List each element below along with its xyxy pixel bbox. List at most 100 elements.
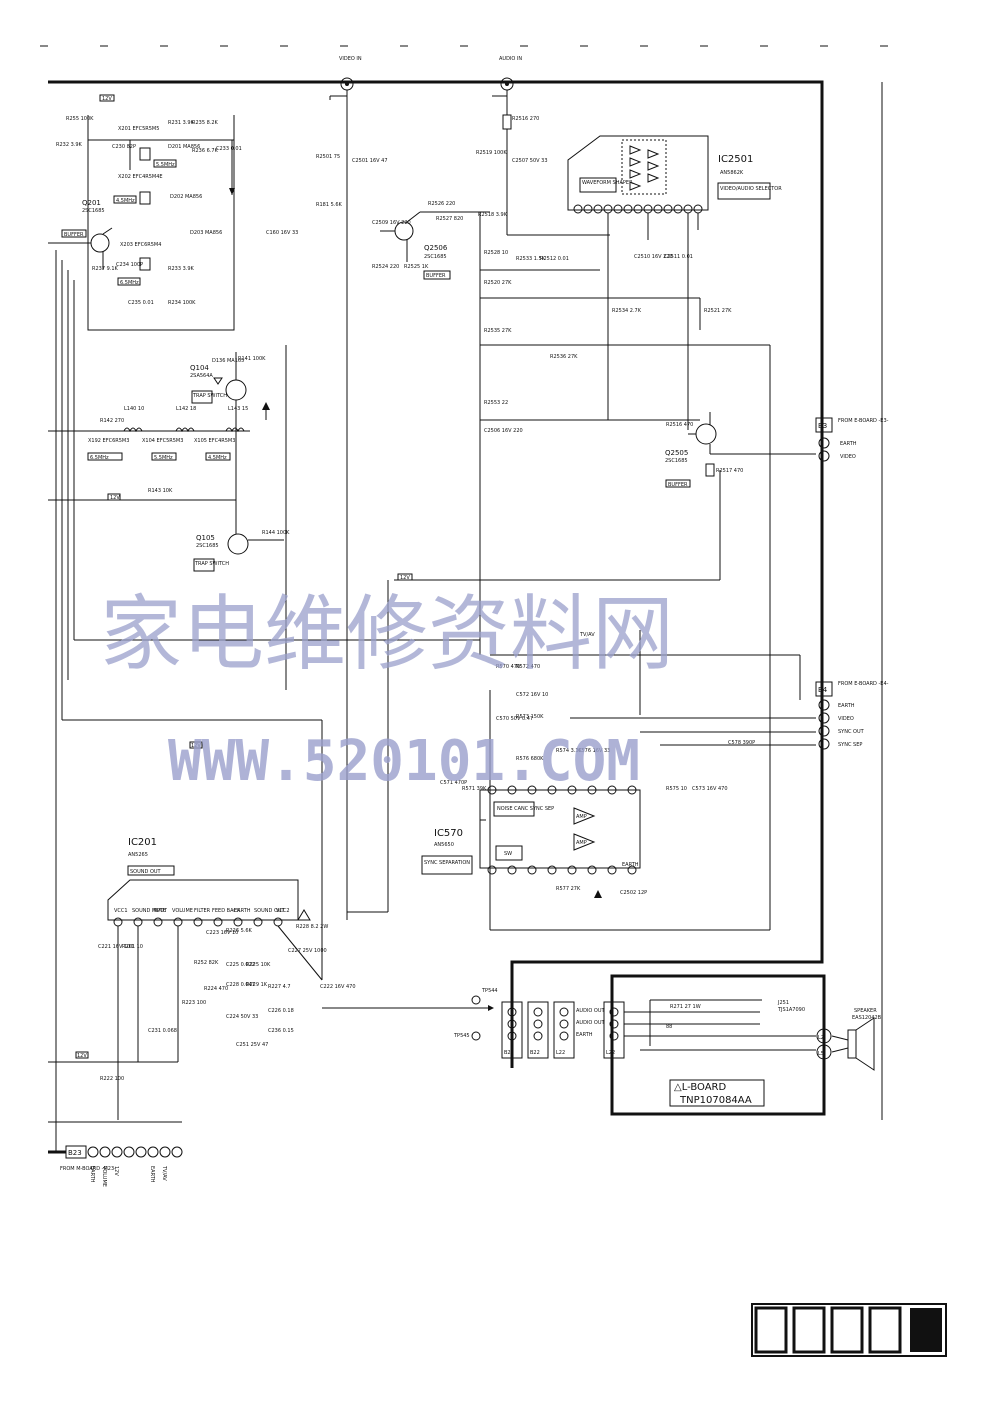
ic570-amp1: AMP bbox=[576, 814, 587, 820]
lboard-part: TNP107084AA bbox=[679, 1095, 752, 1106]
b4-connector bbox=[815, 681, 833, 750]
r201-label: R201 10 bbox=[122, 944, 143, 950]
middle-wires bbox=[347, 212, 816, 931]
r142-label: R142 270 bbox=[100, 418, 124, 424]
ic201-vcc1: VCC1 bbox=[114, 908, 128, 914]
r2524-label: R2524 220 bbox=[372, 264, 399, 270]
trap-freq-45b: 4.5MHz bbox=[208, 455, 227, 461]
b4-from: FROM E-BOARD -E4- bbox=[838, 681, 889, 687]
r2525-label: R2525 1K bbox=[404, 264, 429, 270]
q2506-part: 2SC1685 bbox=[424, 254, 447, 260]
r231-label: R231 3.9K bbox=[168, 120, 195, 126]
tp544-label: TP544 bbox=[481, 988, 498, 994]
ic201-vcc2: VCC2 bbox=[276, 908, 290, 914]
c2511-label: C2511 0.01 bbox=[664, 254, 693, 260]
j251-ref: J251 bbox=[777, 1000, 789, 1006]
b23-pin-earth2: EARTH bbox=[149, 1166, 155, 1183]
lboard-outline bbox=[610, 974, 826, 1116]
r2535-label: R2535 27K bbox=[484, 328, 512, 334]
lboard-wiring bbox=[624, 999, 875, 1071]
r252-label: R252 82K bbox=[194, 960, 219, 966]
trap-freq-55: 5.5MHz bbox=[156, 162, 175, 168]
v12-ic570: 12V bbox=[400, 575, 410, 581]
ic2501-ref: IC2501 bbox=[718, 154, 753, 165]
v12-bottom: 12V bbox=[77, 1053, 87, 1059]
sound-trap-frame bbox=[87, 115, 235, 331]
ic201-sound-out-pin: SOUND OUT bbox=[254, 908, 286, 914]
r2536-label: R2536 27K bbox=[550, 354, 578, 360]
tp545-label: TP545 bbox=[453, 1033, 470, 1039]
trap-freq-65: 6.5MHz bbox=[120, 280, 139, 286]
r572-label: R572 470 bbox=[516, 664, 540, 670]
r235-label: R235 8.2K bbox=[192, 120, 219, 126]
ic570-body bbox=[479, 789, 641, 869]
b23-pin-tvav: TV/AV bbox=[161, 1165, 167, 1181]
r575-label: R575 10 bbox=[666, 786, 687, 792]
r144-label: R144 100K bbox=[262, 530, 290, 536]
r573-label: R573 150K bbox=[516, 714, 544, 720]
speaker-label: SPEAKER bbox=[854, 1008, 877, 1014]
pin-audio-out-1: AUDIO OUT bbox=[576, 1008, 606, 1014]
q105-part: 2SC1685 bbox=[196, 543, 219, 549]
watermark-url: WWW.520101.COM bbox=[168, 729, 640, 794]
l143-label: L143 15 bbox=[228, 406, 248, 412]
ic201-feedback: FEED BACK bbox=[212, 908, 241, 914]
d203-label: D203 MA856 bbox=[190, 230, 222, 236]
r2521-label: R2521 27K bbox=[704, 308, 732, 314]
ic2501-part: AN5862K bbox=[720, 170, 744, 176]
l5-ref: L5 bbox=[818, 1051, 824, 1057]
q2505-ref: Q2505 bbox=[665, 449, 688, 457]
x105-label: X105 EFC4R5M3 bbox=[194, 438, 235, 444]
c2507-label: C2507 50V 33 bbox=[512, 158, 548, 164]
trap-freq-55b: 5.5MHz bbox=[154, 455, 173, 461]
tvav-line-label: TV/AV bbox=[579, 632, 595, 638]
c222-label: C222 16V 470 bbox=[320, 984, 356, 990]
ic2501-desc: VIDEO/AUDIO SELECTOR bbox=[720, 186, 782, 192]
c234-label: C234 100P bbox=[116, 262, 143, 268]
r227-label: R227 4.7 bbox=[268, 984, 291, 990]
trap-freq-65b: 6.5MHz bbox=[90, 455, 109, 461]
l2-ref: L2 bbox=[818, 1035, 824, 1041]
b3-ref: B3 bbox=[818, 422, 827, 430]
b3-connector bbox=[815, 417, 833, 462]
b22-ref: B22 bbox=[504, 1050, 514, 1056]
q104-part: 2SA564A bbox=[190, 373, 213, 379]
l22-connector bbox=[553, 1001, 625, 1059]
b23-pin-earth: EARTH bbox=[89, 1166, 95, 1183]
c2502-label: C2502 12P bbox=[620, 890, 647, 896]
c236-label: C236 0.15 bbox=[268, 1028, 294, 1034]
c160-label: C160 16V 33 bbox=[266, 230, 298, 236]
q2506-role: BUFFER bbox=[426, 273, 446, 279]
component-labels: R2501 75 C2501 16V 47 R2516 270 R2519 10… bbox=[56, 116, 755, 1082]
c576-label: C576 16V 33 bbox=[578, 748, 610, 754]
j251-part: TJS1A7090 bbox=[777, 1007, 805, 1013]
ic201-mute: MUTE bbox=[152, 908, 166, 914]
r225-label: R225 10K bbox=[246, 962, 271, 968]
c571-label: C571 470P bbox=[440, 780, 467, 786]
q201-ref: Q201 bbox=[82, 199, 101, 207]
r236-label: R236 6.7K bbox=[192, 148, 219, 154]
r2520-label: R2520 27K bbox=[484, 280, 512, 286]
r2501-label: R2501 75 bbox=[316, 154, 340, 160]
q201-role: BUFFER bbox=[64, 232, 84, 238]
d202-label: D202 MA856 bbox=[170, 194, 202, 200]
b23-from: FROM M-BOARD -M23- bbox=[60, 1166, 116, 1172]
r255-label: R255 100K bbox=[66, 116, 94, 122]
r2533-label: R2533 1.5K bbox=[516, 256, 546, 262]
r181-label: R181 5.6K bbox=[316, 202, 343, 208]
b4-pin-earth: EARTH bbox=[838, 703, 855, 709]
ic570-noise-canc: NOISE CANC SYNC SEP bbox=[497, 806, 554, 812]
q104-transistor bbox=[213, 352, 247, 430]
r229-label: R229 1K bbox=[246, 982, 268, 988]
r2527-label: R2527 820 bbox=[436, 216, 463, 222]
ic201-sound-input: SOUND INPUT bbox=[132, 908, 168, 914]
d201-label: D201 MA856 bbox=[168, 144, 200, 150]
r141-label: R141 100K bbox=[238, 356, 266, 362]
q2505-part: 2SC1685 bbox=[665, 458, 688, 464]
q201-part: 2SC1685 bbox=[82, 208, 105, 214]
r143-label: R143 10K bbox=[148, 488, 173, 494]
q2506-ref: Q2506 bbox=[424, 244, 448, 252]
c2501-label: C2501 16V 47 bbox=[352, 158, 388, 164]
x201-label: X201 EFC5R5M5 bbox=[118, 126, 159, 132]
ic201-desc: SOUND OUT bbox=[130, 869, 162, 875]
